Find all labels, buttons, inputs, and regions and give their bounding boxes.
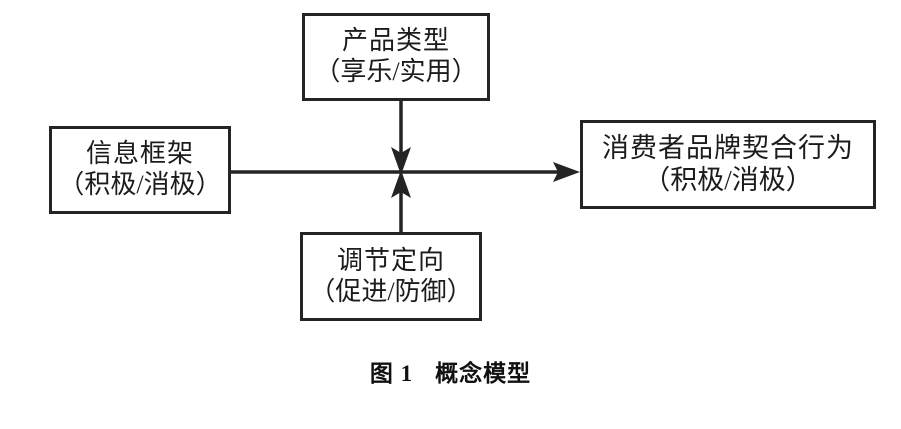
node-consumer-brand-engagement-line1: 消费者品牌契合行为	[602, 132, 854, 163]
node-product-type-line1: 产品类型	[341, 26, 450, 56]
edge-product-type-moderation	[391, 101, 411, 175]
node-consumer-brand-engagement-line2: （积极/消极）	[643, 164, 813, 195]
node-message-framing-line1: 信息框架	[85, 139, 194, 169]
node-product-type-line2: （享乐/实用）	[314, 57, 478, 86]
node-regulatory-focus-line1: 调节定向	[336, 245, 445, 275]
node-regulatory-focus: 调节定向 （促进/防御）	[300, 232, 482, 321]
node-consumer-brand-engagement: 消费者品牌契合行为 （积极/消极）	[580, 120, 876, 209]
node-message-framing: 信息框架 （积极/消极）	[49, 126, 231, 214]
node-message-framing-line2: （积极/消极）	[58, 170, 222, 199]
node-regulatory-focus-line2: （促进/防御）	[309, 276, 473, 306]
node-product-type: 产品类型 （享乐/实用）	[302, 13, 490, 101]
edge-regulatory-focus-moderation	[391, 170, 411, 232]
figure-caption-label: 图 1	[369, 361, 414, 386]
edge-main-effect	[231, 162, 580, 182]
figure-caption-title: 概念模型	[435, 361, 532, 386]
figure-caption: 图 1 概念模型	[0, 354, 901, 388]
